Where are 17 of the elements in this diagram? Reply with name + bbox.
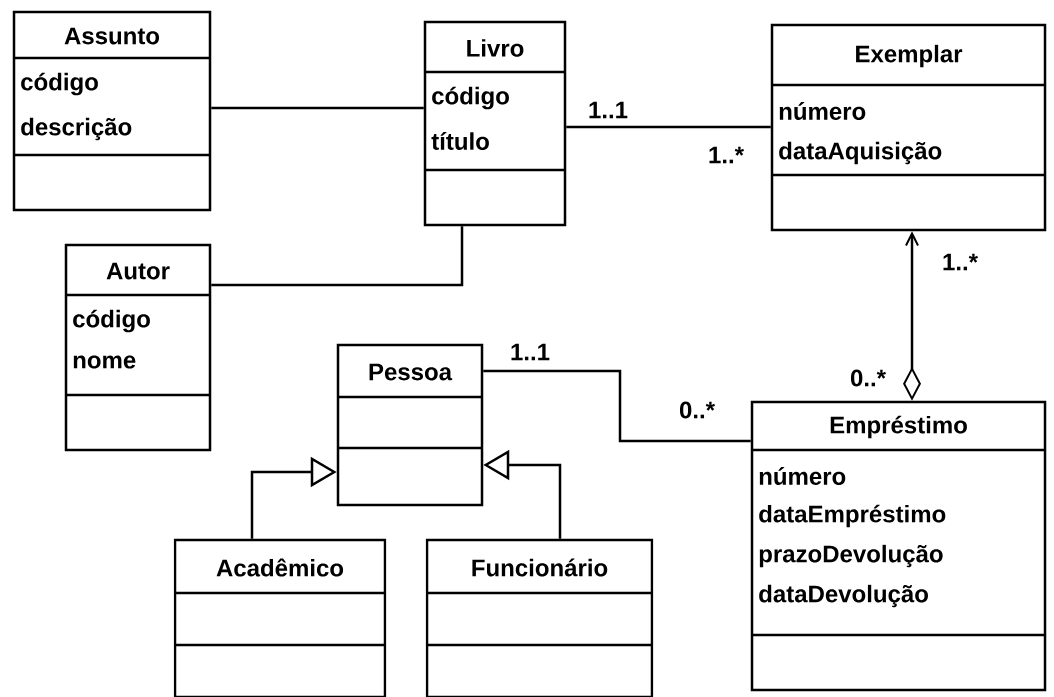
class-box: Funcionário	[425, 538, 654, 697]
connector	[211, 106, 424, 110]
connector	[211, 226, 464, 287]
connector	[483, 369, 751, 443]
class-box: Livro código título	[423, 20, 567, 227]
multiplicity-label: 1..1	[511, 343, 550, 361]
multiplicity-label: 0..*	[679, 401, 715, 419]
class-box: Pessoa	[336, 343, 484, 507]
class-box: Exemplar número dataAquisição	[770, 23, 1047, 232]
class-box: Autor código nome	[64, 243, 212, 452]
multiplicity-label: 1..1	[589, 101, 628, 119]
multiplicity-label: 1..*	[943, 253, 978, 271]
class-box: Acadêmico	[173, 538, 387, 697]
class-box: Assunto código descrição	[12, 10, 212, 212]
class-box: Empréstimo número dataEmpréstimo prazoDevolução dataDevolução	[750, 400, 1047, 692]
connector	[566, 125, 771, 129]
multiplicity-label: 1..*	[709, 146, 744, 164]
